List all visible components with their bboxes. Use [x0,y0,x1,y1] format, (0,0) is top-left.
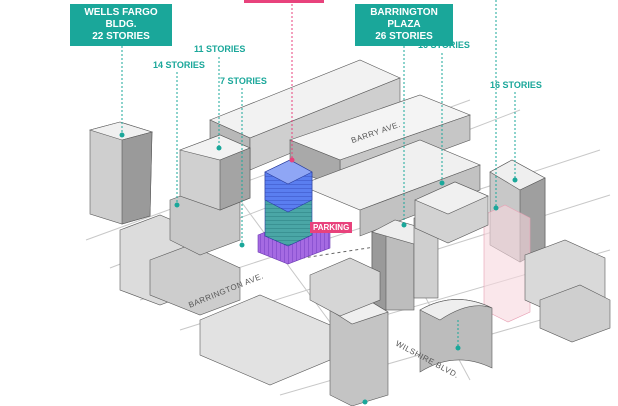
label-11-stories: 11 STORIES [194,44,246,54]
callout-wells-fargo-name: WELLS FARGO BLDG. [84,7,158,30]
leader-lines [121,0,516,348]
label-7-stories: 7 STORIES [220,76,267,86]
top-highlight-bar [244,0,324,3]
callout-wells-fargo: WELLS FARGO BLDG. 22 STORIES [70,4,172,46]
parking-badge: PARKING [310,222,353,233]
label-14-stories: 14 STORIES [153,60,205,70]
label-16-stories-a: 16 STORIES [418,40,470,50]
tower-dot [289,157,295,163]
callout-barrington-plaza-name: BARRINGTON PLAZA [370,7,438,30]
callout-barrington-plaza: BARRINGTON PLAZA 26 STORIES [355,4,453,46]
callout-dots [119,132,518,405]
label-16-stories-b: 16 STORIES [490,80,542,90]
background-buildings [88,59,611,406]
callout-barrington-plaza-stories: 26 STORIES [375,31,433,42]
callout-wells-fargo-stories: 22 STORIES [92,31,150,42]
